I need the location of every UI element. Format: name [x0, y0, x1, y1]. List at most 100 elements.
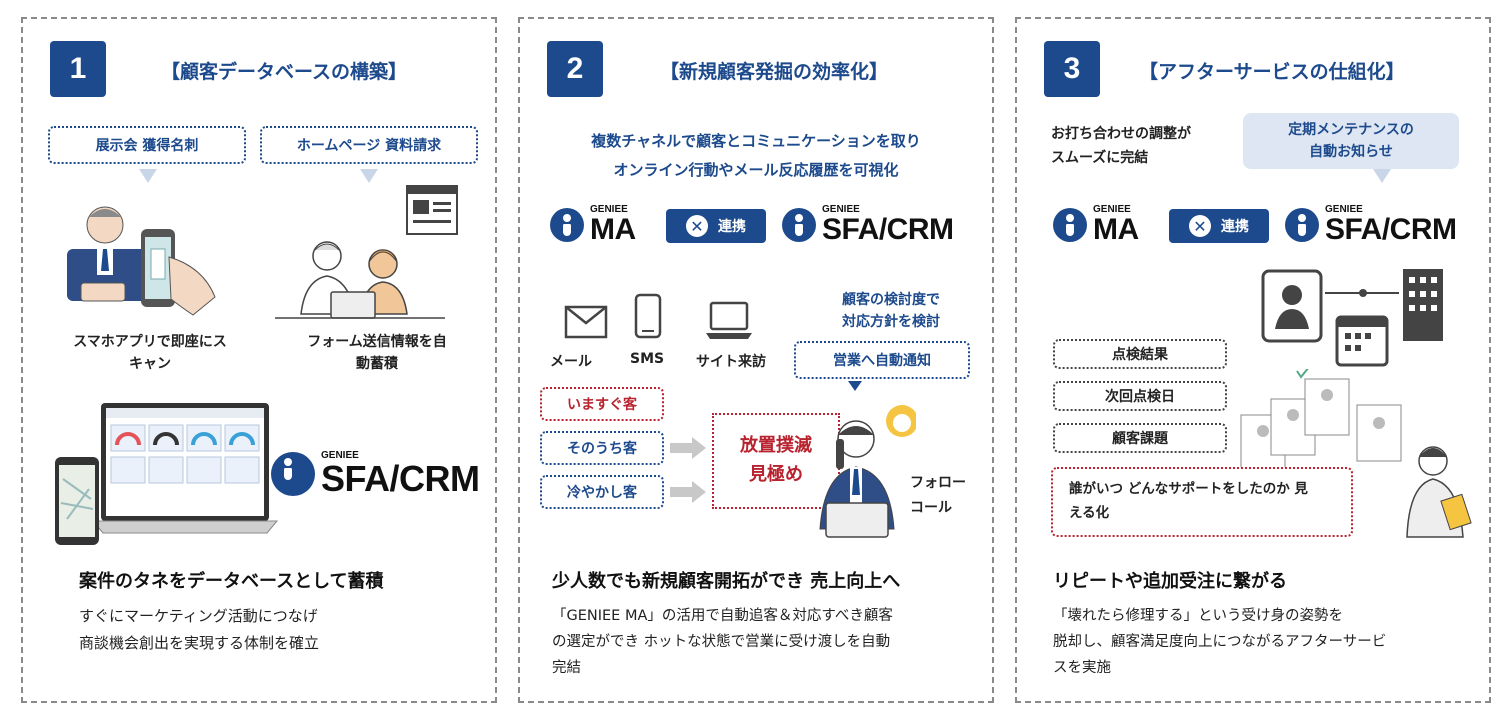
- geniee-ma-logo: GENIEE MA: [550, 205, 636, 245]
- center-line: 放置撲滅: [740, 435, 812, 457]
- link-badge: ✕ 連携: [1169, 209, 1269, 243]
- caption-scan: スマホアプリで即座にス キャン: [45, 331, 255, 376]
- logo-brand: GENIEE: [1325, 204, 1363, 215]
- red-line: 誰がいつ どんなサポートをしたのか 見: [1069, 481, 1308, 497]
- caption-line: スマホアプリで即座にス: [73, 334, 227, 350]
- segment-warm: そのうち客: [540, 431, 664, 465]
- link-label: 連携: [1221, 219, 1249, 235]
- panel-lead: 複数チャネルで顧客とコミュニケーションを取り オンライン行動やメール反応履歴を可…: [520, 127, 992, 184]
- logo-brand: GENIEE: [822, 204, 860, 215]
- panel-after-service: 3 【アフターサービスの仕組化】 お打ち合わせの調整が スムーズに完結 定期メン…: [1015, 17, 1491, 703]
- arrow-right-icon: [670, 481, 706, 503]
- body-line: の選定ができ ホットな状態で営業に受け渡しを自動: [552, 634, 891, 651]
- caption-form: フォーム送信情報を自 動蓄積: [267, 331, 487, 376]
- geniee-logo-icon: [1053, 208, 1087, 242]
- step-number: 3: [1044, 41, 1100, 97]
- source-box-exhibition: 展示会 獲得名刺: [48, 126, 246, 164]
- panel-heading: 少人数でも新規顧客開拓ができ 売上向上へ: [552, 571, 901, 592]
- bubble-line: 定期メンテナンスの: [1288, 121, 1414, 138]
- logo-product: MA: [590, 213, 636, 246]
- logo-text: GENIEE SFA/CRM: [1325, 205, 1457, 245]
- geniee-logo-icon: [550, 208, 584, 242]
- panel-heading: 案件のタネをデータベースとして蓄積: [79, 571, 384, 592]
- center-line: 見極め: [749, 464, 803, 485]
- bubble-line: 自動お知らせ: [1309, 144, 1393, 160]
- review-note: 顧客の検討度で 対応方針を検討: [816, 289, 966, 334]
- note-line: 顧客の検討度で: [842, 292, 940, 308]
- arrow-down-icon: [360, 169, 378, 183]
- geniee-sfa-crm-logo: GENIEE SFA/CRM: [782, 205, 954, 245]
- caption-line: 動蓄積: [356, 356, 398, 373]
- bubble-tail-icon: [1373, 169, 1391, 183]
- red-line: える化: [1069, 505, 1110, 522]
- lead-line: 複数チャネルで顧客とコミュニケーションを取り: [591, 132, 921, 150]
- panel-title: 【アフターサービスの仕組化】: [1139, 61, 1405, 83]
- logo-brand: GENIEE: [1093, 204, 1131, 215]
- geniee-sfa-crm-logo: GENIEE SFA/CRM: [1285, 205, 1457, 245]
- logo-product: SFA/CRM: [822, 213, 954, 246]
- follow-line: コール: [910, 500, 952, 517]
- arrow-right-icon: [670, 437, 706, 459]
- panel-title: 【新規顧客発掘の効率化】: [660, 61, 889, 83]
- geniee-logo-icon: [782, 208, 816, 242]
- customer-relation-icons: [1261, 269, 1443, 367]
- logo-brand: GENIEE: [590, 204, 628, 215]
- link-label: 連携: [718, 219, 746, 235]
- smartphone-scan-illustration: [67, 206, 216, 316]
- devices-dashboard-illustration: [55, 403, 278, 545]
- step-number: 2: [547, 41, 603, 97]
- arrow-down-icon: [848, 381, 862, 391]
- laptop-icon: [706, 301, 752, 339]
- body-line: スを実施: [1053, 660, 1111, 677]
- note-line: スムーズに完結: [1051, 149, 1149, 166]
- logo-text: GENIEE SFA/CRM: [321, 451, 480, 497]
- logo-product: SFA/CRM: [321, 458, 480, 499]
- logo-text: GENIEE SFA/CRM: [822, 205, 954, 245]
- panel-new-customers: 2 【新規顧客発掘の効率化】 複数チャネルで顧客とコミュニケーションを取り オン…: [518, 17, 994, 703]
- geniee-sfa-crm-logo: GENIEE SFA/CRM: [271, 451, 480, 497]
- body-line: 完結: [552, 660, 581, 677]
- body-line: 商談機会創出を実現する体制を確立: [79, 634, 320, 652]
- follow-line: フォロー: [910, 475, 966, 491]
- segment-cold: 冷やかし客: [540, 475, 664, 509]
- logo-text: GENIEE MA: [590, 205, 636, 245]
- support-visualization-box: 誰がいつ どんなサポートをしたのか 見 える化: [1051, 467, 1353, 537]
- logo-product: SFA/CRM: [1325, 213, 1457, 246]
- channel-site-visit: サイト来訪: [696, 354, 766, 370]
- body-line: 「GENIEE MA」の活用で自動追客＆対応すべき顧客: [552, 608, 893, 624]
- close-x-icon: ✕: [686, 215, 708, 237]
- auto-notify-box: 営業へ自動通知: [794, 341, 970, 379]
- logo-text: GENIEE MA: [1093, 205, 1139, 245]
- info-inspection-result: 点検結果: [1053, 339, 1227, 369]
- mail-icon: [564, 305, 608, 339]
- eliminate-neglect-box: 放置撲滅 見極め: [712, 413, 840, 509]
- panel-heading: リピートや追加受注に繋がる: [1053, 571, 1287, 592]
- panel-body: 「壊れたら修理する」という受け身の姿勢を 脱却し、顧客満足度向上につながるアフタ…: [1053, 603, 1386, 681]
- lead-line: オンライン行動やメール反応履歴を可視化: [613, 160, 899, 179]
- body-line: 「壊れたら修理する」という受け身の姿勢を: [1053, 608, 1343, 624]
- body-line: 脱却し、顧客満足度向上につながるアフターサービ: [1053, 634, 1387, 651]
- geniee-ma-logo: GENIEE MA: [1053, 205, 1139, 245]
- info-next-inspection: 次回点検日: [1053, 381, 1227, 411]
- documents-staff-illustration: [1240, 369, 1472, 538]
- geniee-logo-icon: [1285, 208, 1319, 242]
- source-box-website: ホームページ 資料請求: [260, 126, 478, 164]
- channel-mail: メール: [550, 354, 592, 370]
- caption-line: フォーム送信情報を自: [307, 334, 447, 350]
- channel-sms: SMS: [630, 351, 665, 367]
- close-x-icon: ✕: [1189, 215, 1211, 237]
- note-line: お打ち合わせの調整が: [1051, 126, 1191, 142]
- panel-body: 「GENIEE MA」の活用で自動追客＆対応すべき顧客 の選定ができ ホットな状…: [552, 603, 893, 681]
- note-line: 対応方針を検討: [842, 314, 940, 331]
- logo-product: MA: [1093, 213, 1139, 246]
- schedule-note: お打ち合わせの調整が スムーズに完結: [1051, 123, 1191, 171]
- maintenance-bubble: 定期メンテナンスの 自動お知らせ: [1243, 113, 1459, 169]
- smartphone-icon: [634, 293, 662, 339]
- arrow-down-icon: [139, 169, 157, 183]
- body-line: すぐにマーケティング活動につなげ: [79, 607, 318, 625]
- panel-body: すぐにマーケティング活動につなげ 商談機会創出を実現する体制を確立: [79, 603, 319, 657]
- panel-title: 【顧客データベースの構築】: [161, 61, 408, 83]
- segment-hot: いますぐ客: [540, 387, 664, 421]
- geniee-logo-icon: [271, 452, 315, 496]
- follow-call-label: フォロー コール: [910, 471, 966, 521]
